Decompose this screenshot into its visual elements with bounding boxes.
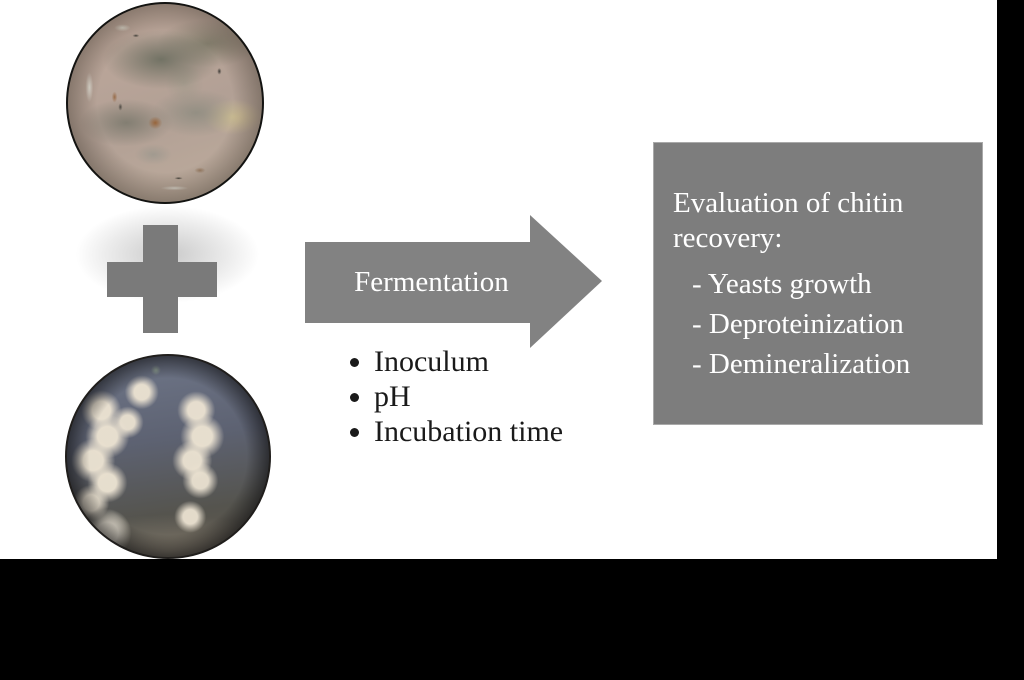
condition-item-incubation-time: Incubation time (374, 414, 563, 449)
evaluation-box: Evaluation of chitin recovery: - Yeasts … (653, 142, 983, 425)
shrimp-waste-photo (66, 2, 264, 204)
evaluation-item-yeasts-growth: - Yeasts growth (692, 268, 872, 300)
evaluation-box-title: Evaluation of chitin recovery: (673, 187, 904, 254)
fermentation-arrow: Fermentation (305, 242, 530, 323)
evaluation-items-list: - Yeasts growth - Deproteinization - Dem… (692, 264, 968, 384)
fermentation-arrow-head-icon (530, 215, 602, 348)
evaluation-item-demineralization: - Demineralization (692, 348, 911, 380)
yeast-colonies-photo (65, 354, 271, 559)
evaluation-item-deproteinization: - Deproteinization (692, 308, 904, 340)
condition-item-ph: pH (374, 379, 563, 414)
condition-item-inoculum: Inoculum (374, 344, 563, 379)
fermentation-conditions-list: Inoculum pH Incubation time (338, 344, 563, 449)
slide-canvas: Fermentation Inoculum pH Incubation time… (0, 0, 997, 559)
plus-icon (107, 225, 217, 333)
fermentation-arrow-label: Fermentation (354, 266, 509, 298)
plus-vertical-bar (143, 225, 178, 333)
